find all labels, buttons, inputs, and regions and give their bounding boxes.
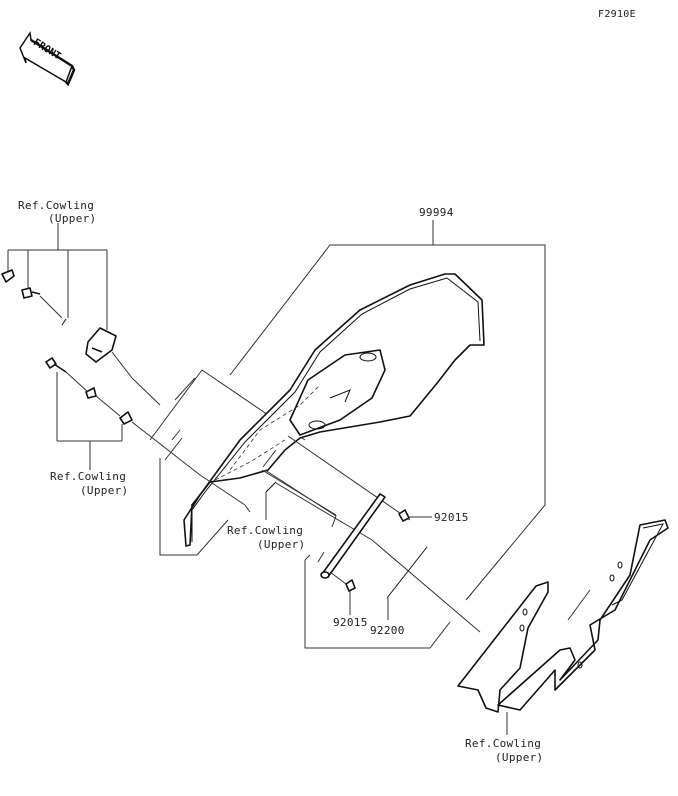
nut-92015-a: [398, 509, 410, 522]
windscreen-part: [183, 273, 485, 547]
grommet-part: [61, 318, 67, 326]
seal-strip-92200: [386, 546, 428, 599]
ref-top-left-line1: Ref.Cowling: [18, 199, 95, 212]
stay-rod-part: [320, 493, 386, 579]
ref-bottom-line1: Ref.Cowling: [465, 737, 542, 750]
part-92200-label[interactable]: 92200: [370, 624, 405, 637]
clip-part: [1, 269, 15, 283]
bracket-block-part: [85, 327, 117, 363]
ref-center-line2: (Upper): [257, 538, 306, 551]
ref-center-leader: [265, 481, 277, 520]
ref-top-left-line2: (Upper): [48, 212, 97, 225]
bolt-part: [21, 287, 41, 299]
figure-code: F2910E: [598, 9, 636, 20]
part-92015-label-b[interactable]: 92015: [333, 616, 368, 629]
mounting-bracket-part: [457, 519, 669, 713]
ref-bottom-line2: (Upper): [495, 751, 544, 764]
front-arrow-icon: FRONT: [19, 30, 76, 87]
washer-part: [85, 387, 97, 399]
kit-bracket-99994: [229, 220, 546, 601]
part-99994-label[interactable]: 99994: [419, 206, 454, 219]
bolt-part-2: [45, 357, 67, 373]
ref-center-line1: Ref.Cowling: [227, 524, 304, 537]
nut-part: [119, 411, 133, 425]
ref-mid-left-line2: (Upper): [80, 484, 129, 497]
ref-bracket-mid-left: [56, 372, 123, 470]
nut-92015-b: [345, 579, 356, 592]
ref-mid-left-line1: Ref.Cowling: [50, 470, 127, 483]
ref-bracket-top-left: [7, 223, 108, 330]
part-92015-label-a[interactable]: 92015: [434, 511, 469, 524]
